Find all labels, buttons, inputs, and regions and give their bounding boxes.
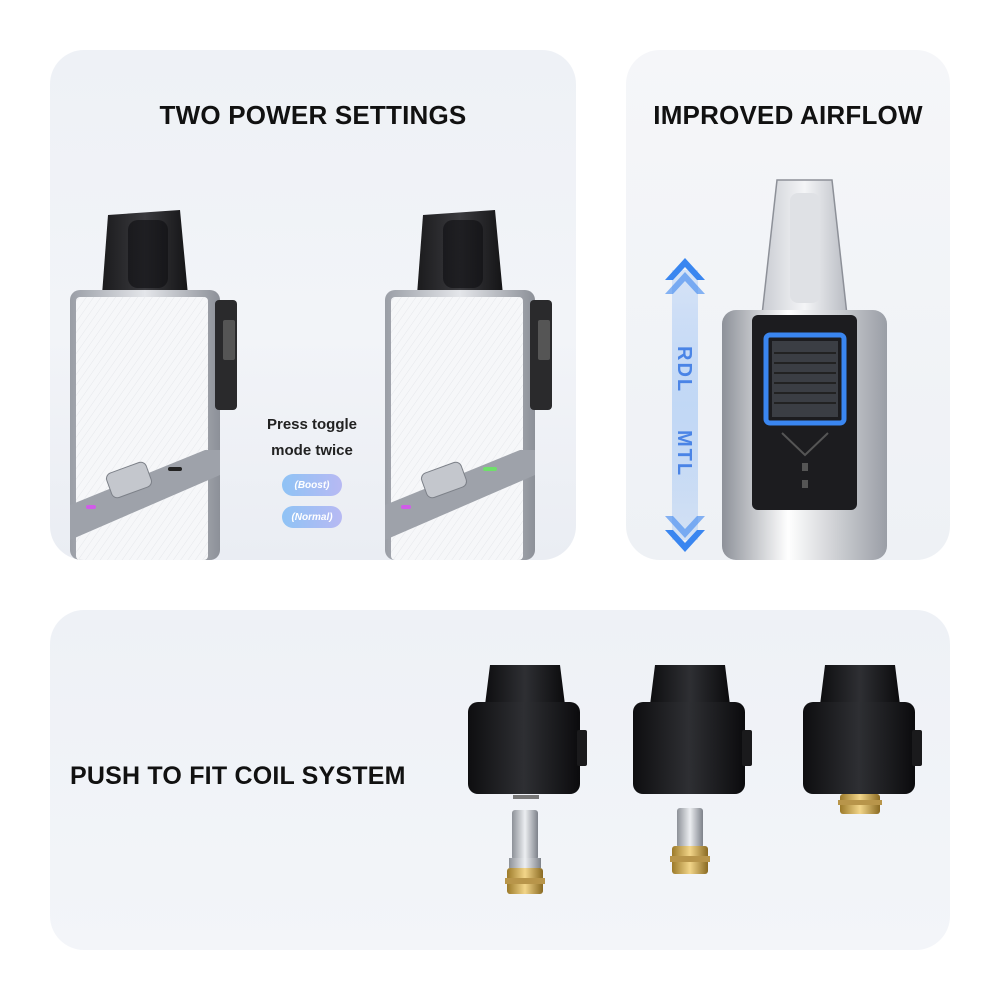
pod-with-coil-1 (468, 665, 587, 894)
coil-system-panel: PUSH TO FIT COIL SYSTEM (50, 610, 950, 950)
instruction-line-1: Press toggle (266, 416, 358, 433)
airflow-arrow-graphic (665, 258, 705, 552)
rdl-label: RDL (673, 346, 695, 394)
mtl-label: MTL (673, 430, 695, 478)
instruction-line-2: mode twice (271, 442, 353, 459)
boost-mode-badge: (Boost) (282, 474, 342, 496)
airflow-title: IMPROVED AIRFLOW (653, 100, 923, 130)
device-image-left (70, 210, 237, 560)
coil-system-title: PUSH TO FIT COIL SYSTEM (70, 762, 406, 790)
airflow-panel: IMPROVED AIRFLOW RDL MTL (626, 50, 950, 560)
power-settings-panel: TWO POWER SETTINGS Press toggle mode twi… (50, 50, 576, 560)
device-image-right (385, 210, 552, 560)
power-settings-title: TWO POWER SETTINGS (159, 100, 467, 130)
normal-mode-badge: (Normal) (282, 506, 342, 528)
pod-with-coil-2 (633, 665, 752, 874)
pod-with-coil-3 (803, 665, 922, 814)
airflow-device-image (722, 179, 887, 560)
